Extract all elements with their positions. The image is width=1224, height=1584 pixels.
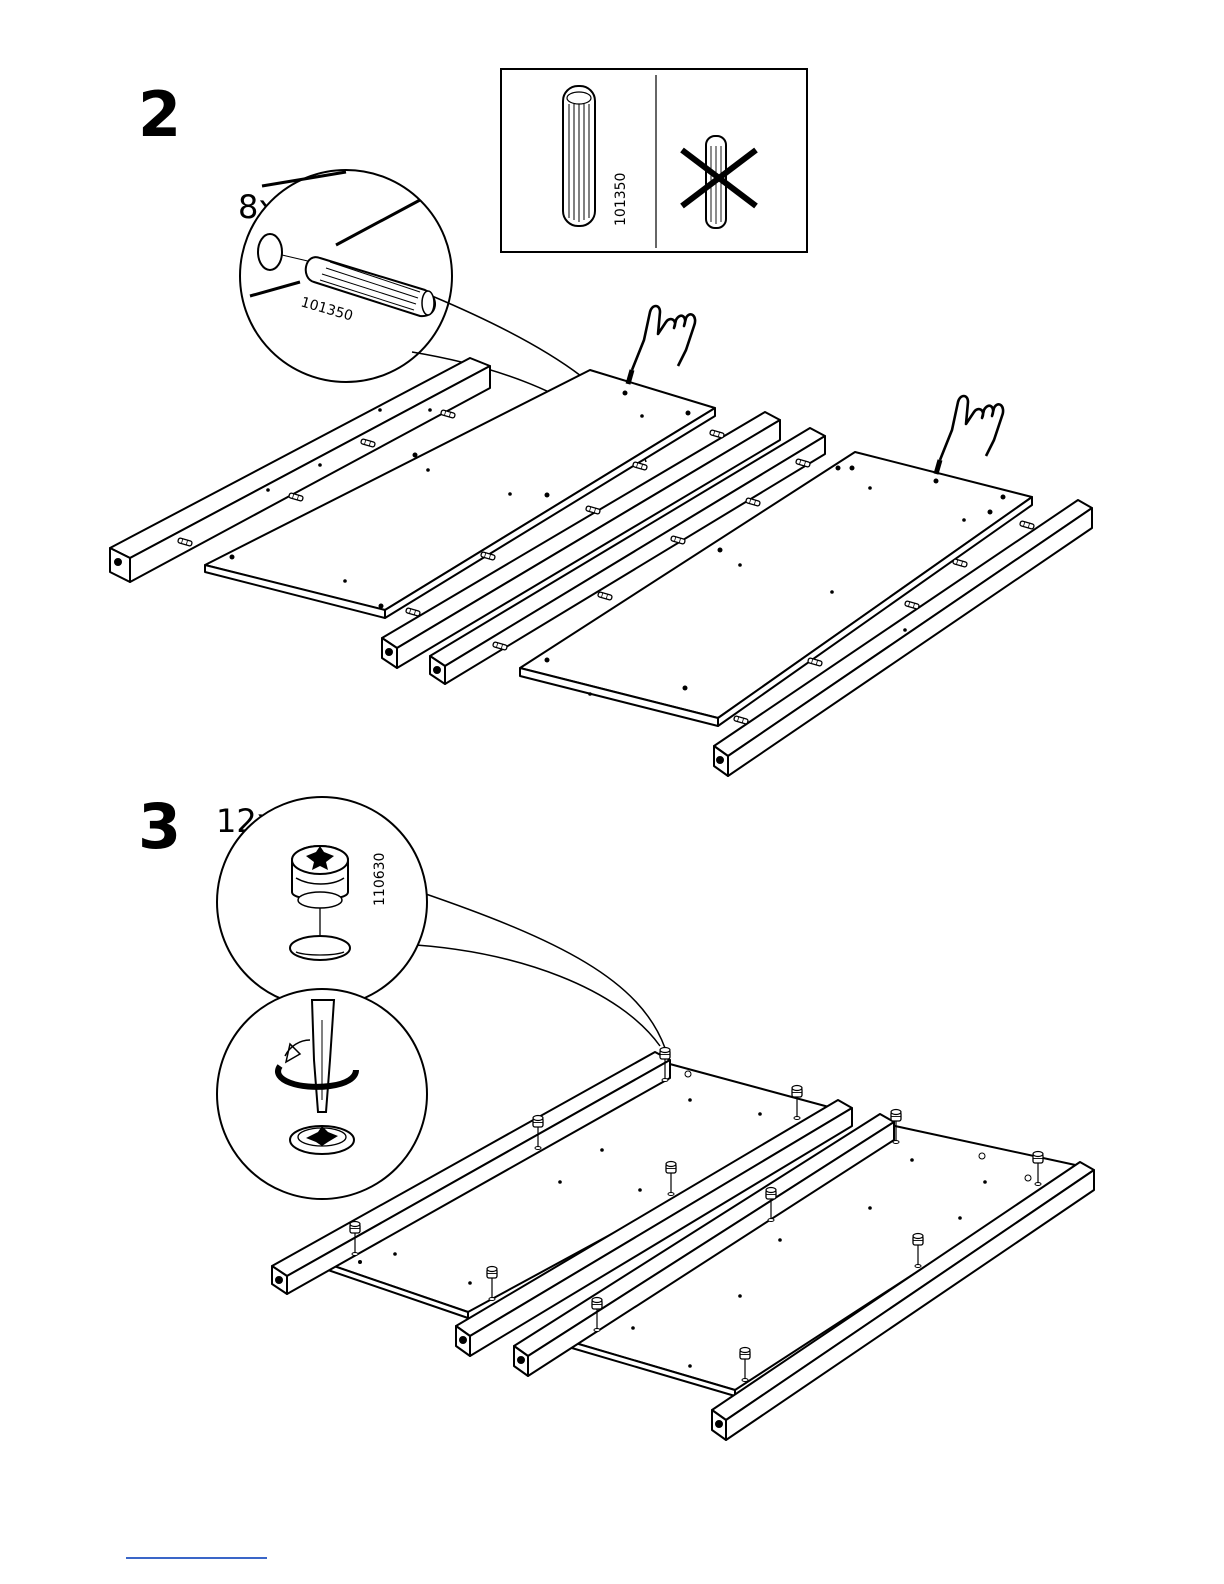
pointing-hand-icon [936,396,1003,474]
dowel-comparison-box: 101350 [501,69,807,252]
dowel-icon [563,86,595,226]
inset-part-number: 101350 [613,173,629,226]
footer-rule [126,1557,267,1559]
step-3-screwdriver-magnifier [217,989,427,1199]
pointing-hand-icon [628,306,695,384]
step-2-right-assembly [520,452,1092,776]
step-3-part-number: 110630 [372,853,388,906]
